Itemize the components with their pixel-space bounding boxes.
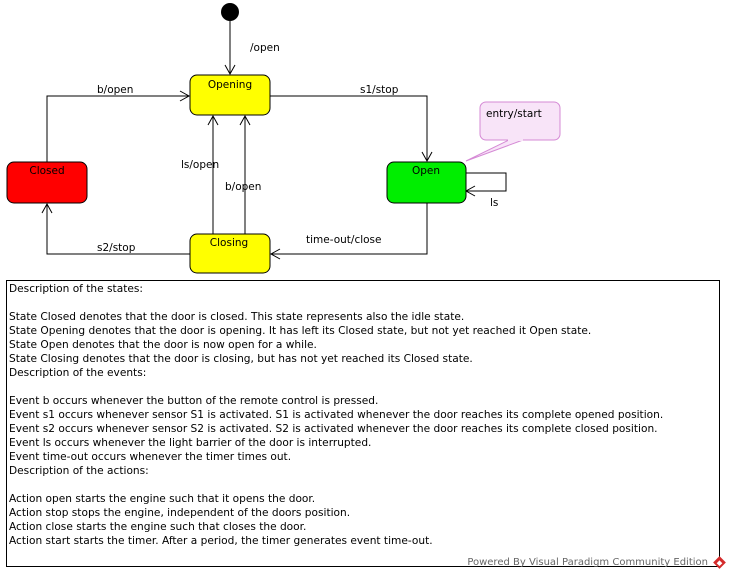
state-opening[interactable]: Opening bbox=[189, 74, 271, 116]
state-open[interactable]: Open bbox=[386, 161, 467, 204]
description-line: Description of the states: bbox=[9, 283, 143, 295]
description-line: State Open denotes that the door is now … bbox=[9, 339, 317, 351]
description-line: Event b occurs whenever the button of th… bbox=[9, 395, 379, 407]
closed-to-opening-line bbox=[46, 90, 191, 162]
closing-to-opening-ls-label: ls/open bbox=[181, 159, 219, 171]
description-line: State Closing denotes that the door is c… bbox=[9, 353, 473, 365]
initial-state-node bbox=[221, 3, 239, 21]
open-to-closing-line bbox=[269, 203, 428, 260]
description-line: Action stop stops the engine, independen… bbox=[9, 507, 351, 519]
state-open-box bbox=[386, 161, 467, 204]
description-line: Event s1 occurs whenever sensor S1 is ac… bbox=[9, 409, 664, 421]
opening-to-open-label: s1/stop bbox=[360, 84, 399, 96]
description-line: Event ls occurs whenever the light barri… bbox=[9, 437, 372, 449]
state-diagram: /open b/open s1/stop ls/open b/open ls t… bbox=[6, 3, 561, 274]
description-line: Action start starts the timer. After a p… bbox=[9, 535, 433, 547]
description-line: Action close starts the engine such that… bbox=[9, 521, 307, 533]
description-line: Description of the events: bbox=[9, 367, 147, 379]
closing-to-closed-line bbox=[41, 202, 190, 255]
initial-transition-label: /open bbox=[250, 42, 280, 54]
footer-text: Powered By Visual Paradigm Community Edi… bbox=[467, 557, 708, 568]
footer: Powered By Visual Paradigm Community Edi… bbox=[467, 556, 726, 569]
state-closing-box bbox=[189, 233, 271, 274]
state-closing-label: Closing bbox=[210, 237, 248, 249]
closing-to-closed-label: s2/stop bbox=[97, 242, 136, 254]
open-self-transition-label: ls bbox=[490, 197, 498, 209]
state-opening-label: Opening bbox=[208, 79, 252, 91]
visual-paradigm-logo-icon bbox=[713, 556, 726, 569]
state-closing[interactable]: Closing bbox=[189, 233, 271, 274]
description-box: Description of the states: State Closed d… bbox=[6, 280, 720, 567]
opening-to-open-line bbox=[270, 95, 433, 163]
state-closed-label: Closed bbox=[29, 165, 64, 177]
note-connector bbox=[465, 139, 524, 162]
entry-action-note-text: entry/start bbox=[486, 108, 542, 120]
open-self-transition-line bbox=[464, 172, 507, 197]
description-line: Action open starts the engine such that … bbox=[9, 493, 316, 505]
state-closed-box bbox=[6, 161, 88, 204]
description-line: Event s2 occurs whenever sensor S2 is ac… bbox=[9, 423, 658, 435]
state-open-label: Open bbox=[412, 165, 440, 177]
closed-to-opening-label: b/open bbox=[97, 84, 133, 96]
description-line bbox=[9, 380, 717, 394]
description-line: State Opening denotes that the door is o… bbox=[9, 325, 592, 337]
closing-to-opening-b-label: b/open bbox=[225, 181, 261, 193]
state-closed[interactable]: Closed bbox=[6, 161, 88, 204]
state-opening-box bbox=[189, 74, 271, 116]
description-line bbox=[9, 478, 717, 492]
description-line: Description of the actions: bbox=[9, 465, 149, 477]
description-line bbox=[9, 296, 717, 310]
description-line: Event time-out occurs whenever the timer… bbox=[9, 451, 292, 463]
description-line: State Closed denotes that the door is cl… bbox=[9, 311, 465, 323]
open-to-closing-label: time-out/close bbox=[306, 234, 381, 246]
